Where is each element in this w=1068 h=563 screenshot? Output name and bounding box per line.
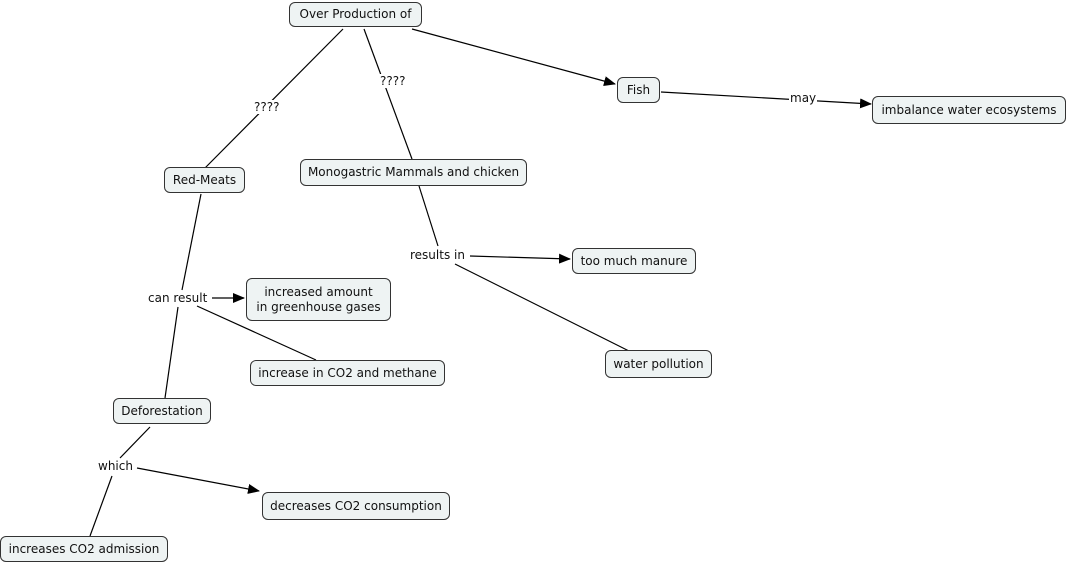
concept-node-decreases-co2-consumption[interactable]: decreases CO2 consumption [262, 492, 450, 520]
concept-node-imbalance-water-ecosystems[interactable]: imbalance water ecosystems [872, 96, 1066, 124]
connector-which-decreasesco2 [136, 467, 260, 494]
connector-deforestation-which [119, 426, 151, 459]
connector-resultsin-manure [469, 253, 571, 264]
link-label-can-result: can result [147, 291, 209, 305]
concept-node-greenhouse-gases[interactable]: increased amount in greenhouse gases [246, 278, 391, 321]
link-label-results-in: results in [409, 248, 466, 262]
link-label-q1: ???? [253, 100, 281, 114]
concept-node-water-pollution[interactable]: water pollution [605, 350, 712, 378]
concept-node-co2-and-methane[interactable]: increase in CO2 and methane [250, 360, 445, 386]
link-label-q2: ???? [379, 74, 407, 88]
connector-canresult-deforestation [164, 306, 179, 399]
concept-node-red-meats[interactable]: Red-Meats [164, 167, 245, 193]
connector-overproduction-redmeats [203, 28, 344, 170]
connector-fish-imbalance [660, 91, 872, 109]
connector-which-increasesco2 [89, 475, 113, 537]
concept-node-deforestation[interactable]: Deforestation [113, 398, 211, 424]
link-label-which: which [97, 459, 134, 473]
concept-node-monogastric-mammals[interactable]: Monogastric Mammals and chicken [300, 159, 527, 186]
connector-redmeats-canresult [181, 193, 202, 291]
concept-node-increases-co2-admission[interactable]: increases CO2 admission [0, 536, 168, 562]
connector-overproduction-fish [411, 28, 616, 86]
connector-overproduction-monogastric [363, 28, 413, 160]
concept-node-too-much-manure[interactable]: too much manure [572, 248, 696, 274]
link-label-may: may [789, 91, 818, 105]
connector-monogastric-resultsin [418, 185, 439, 247]
connector-canresult-co2methane [196, 305, 317, 361]
connector-resultsin-waterpollution [454, 263, 630, 352]
concept-node-fish[interactable]: Fish [617, 77, 660, 103]
concept-node-over-production[interactable]: Over Production of [289, 2, 422, 27]
